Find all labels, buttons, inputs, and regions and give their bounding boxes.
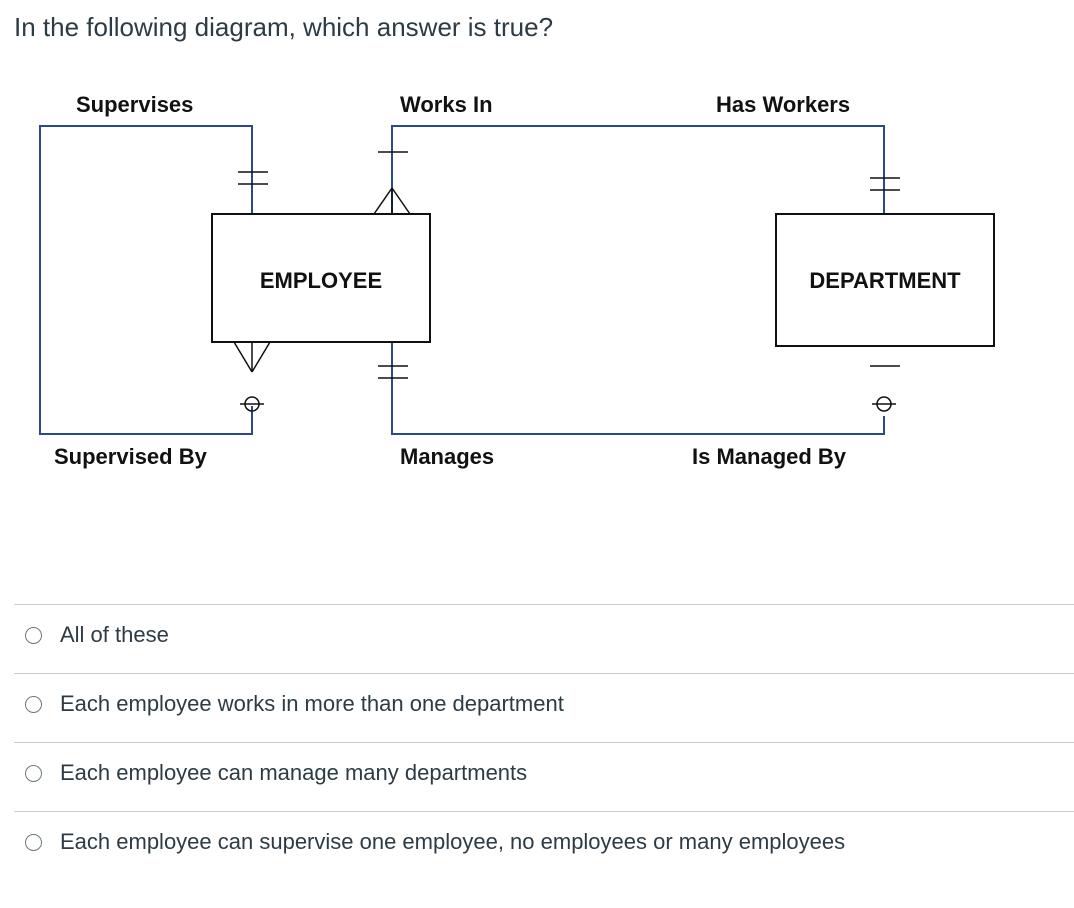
radio-button[interactable] — [25, 765, 42, 782]
supervises-label: Supervises — [76, 92, 193, 117]
answer-option[interactable]: All of these — [14, 604, 1074, 673]
answer-label: Each employee can manage many department… — [60, 760, 528, 785]
answer-label: Each employee works in more than one dep… — [60, 691, 564, 716]
answer-option[interactable]: Each employee works in more than one dep… — [14, 673, 1074, 742]
employee-entity-box — [211, 213, 431, 343]
radio-button[interactable] — [25, 834, 42, 851]
question-text: In the following diagram, which answer i… — [14, 12, 554, 42]
radio-button[interactable] — [25, 696, 42, 713]
manages-label: Manages — [400, 444, 494, 469]
answer-list: All of these Each employee works in more… — [14, 604, 1074, 880]
answer-option[interactable]: Each employee can supervise one employee… — [14, 811, 1074, 880]
manages-line — [391, 342, 885, 435]
supervises-line — [39, 125, 253, 435]
has-workers-label: Has Workers — [716, 92, 850, 117]
er-diagram: EMPLOYEE DEPARTMENT Supervises Works In … — [39, 92, 995, 469]
department-entity-label: DEPARTMENT — [809, 268, 961, 293]
department-entity-box — [775, 213, 995, 347]
is-managed-by-label: Is Managed By — [692, 444, 847, 469]
radio-button[interactable] — [25, 627, 42, 644]
cardinality-marks — [233, 151, 900, 412]
answer-label: All of these — [60, 622, 169, 647]
supervised-by-label: Supervised By — [54, 444, 208, 469]
relationship-lines — [39, 125, 885, 435]
answer-option[interactable]: Each employee can manage many department… — [14, 742, 1074, 811]
works-in-label: Works In — [400, 92, 493, 117]
employee-entity-label: EMPLOYEE — [260, 268, 382, 293]
works-in-line — [391, 125, 885, 214]
answer-label: Each employee can supervise one employee… — [60, 829, 846, 854]
